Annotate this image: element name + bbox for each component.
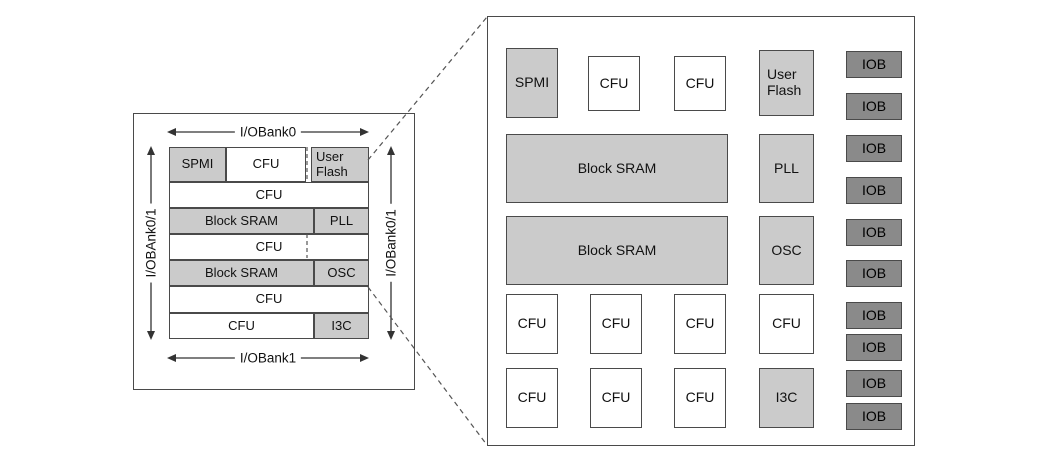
block-iob: IOB [846,302,902,329]
block-user-flash: User Flash [759,50,814,116]
block-cfu: CFU [169,234,369,260]
block-cfu: CFU [169,286,369,313]
large-chip-outline: SPMI CFU CFU User Flash Block SRAM PLL B… [487,16,915,446]
block-pll: PLL [314,208,369,234]
block-iob: IOB [846,93,902,120]
block-iob: IOB [846,51,902,78]
block-spmi: SPMI [169,147,226,182]
block-cfu: CFU [590,294,642,354]
block-cfu: CFU [169,182,369,208]
block-sram: Block SRAM [506,216,728,285]
iobank01-right-label: I/OBank0/1 [383,204,399,282]
block-cfu: CFU [588,56,640,111]
block-iob: IOB [846,219,902,246]
iobank0-top-label: I/OBank0 [234,124,302,140]
block-i3c: I3C [759,368,814,428]
small-chip-outline: I/OBank0 I/OBank1 I/OBAnk0/1 I/OBank0/1 … [133,113,415,390]
block-i3c: I3C [314,313,369,339]
block-user-flash: User Flash [311,147,369,182]
block-iob: IOB [846,334,902,361]
iobank01-left-label: I/OBAnk0/1 [143,203,159,283]
block-osc: OSC [314,260,369,286]
block-iob: IOB [846,403,902,430]
block-osc: OSC [759,216,814,285]
iobank1-bottom-label: I/OBank1 [234,350,302,366]
block-cfu: CFU [226,147,306,182]
block-cfu: CFU [674,294,726,354]
block-sram: Block SRAM [169,208,314,234]
block-cfu: CFU [506,368,558,428]
block-sram: Block SRAM [506,134,728,203]
block-sram: Block SRAM [169,260,314,286]
block-iob: IOB [846,177,902,204]
block-cfu: CFU [674,368,726,428]
block-spmi: SPMI [506,48,558,118]
block-cfu: CFU [506,294,558,354]
block-pll: PLL [759,134,814,203]
block-iob: IOB [846,135,902,162]
block-iob: IOB [846,260,902,287]
block-cfu: CFU [674,56,726,111]
block-cfu: CFU [759,294,814,354]
block-cfu: CFU [590,368,642,428]
block-iob: IOB [846,370,902,397]
block-cfu: CFU [169,313,314,339]
